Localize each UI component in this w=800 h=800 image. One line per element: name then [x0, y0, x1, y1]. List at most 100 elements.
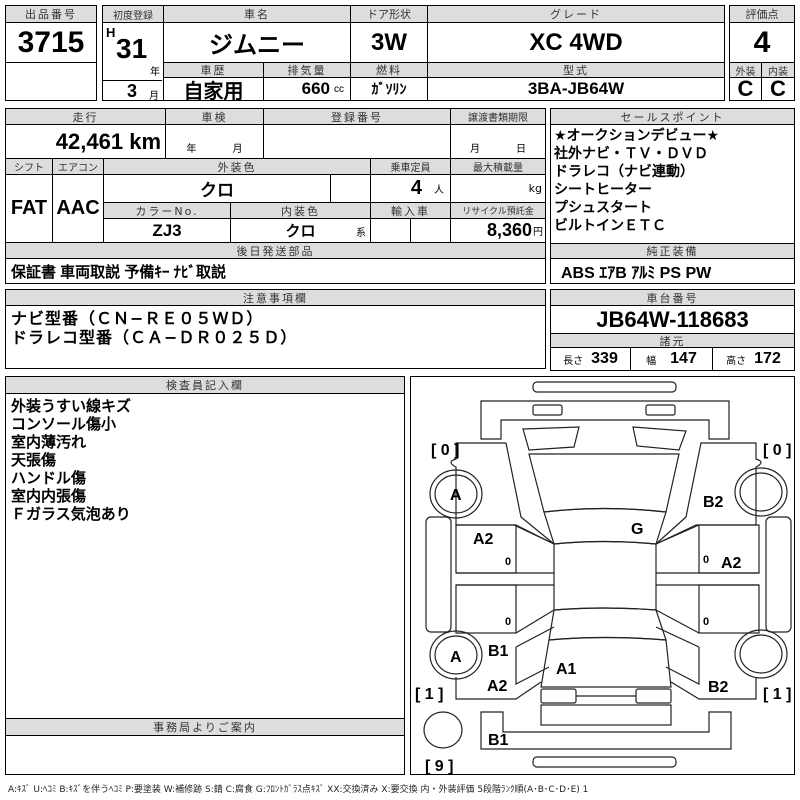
- recycle-unit: 円: [533, 227, 543, 238]
- mirror-right-shape: [765, 516, 792, 633]
- mileage-unit: km: [129, 128, 161, 154]
- equipment-label: 純正装備: [551, 243, 794, 259]
- score-label: 評価点: [730, 6, 794, 23]
- capacity: 4: [410, 177, 422, 199]
- tread-rear-left: [ 1 ]: [415, 686, 443, 703]
- grade-label: グレード: [428, 6, 724, 23]
- ac-label: エアコン: [53, 159, 104, 175]
- color-no-label: カラーNo.: [104, 203, 231, 219]
- mark-wheel-fl: A: [450, 487, 462, 504]
- mirror-left-shape: [425, 516, 452, 633]
- mark-zero: 0: [505, 556, 511, 568]
- specs-label: 諸元: [551, 334, 794, 348]
- inspector-line: 外装うすい線キズ: [11, 397, 132, 415]
- int-score-label: 内装: [762, 63, 794, 78]
- later-parts-label: 後日発送部品: [6, 243, 545, 259]
- mark-quarter-rl: A2: [487, 678, 508, 695]
- mark-quarter-rr: B2: [708, 679, 729, 696]
- wheel-front-left-icon: [429, 469, 483, 519]
- tread-front-left: [ 0 ]: [431, 442, 459, 459]
- inspector-box: 検査員記入欄 外装うすい線キズ コンソール傷小 室内薄汚れ 天張傷 ハンドル傷 …: [5, 376, 405, 719]
- tread-rear-right: [ 1 ]: [763, 686, 791, 703]
- era: H: [106, 25, 116, 40]
- inspector-line: Ｆガラス気泡あり: [11, 505, 131, 523]
- length-label: 長さ: [563, 355, 584, 367]
- height-label: 高さ: [726, 355, 747, 367]
- mark-door-fr: A2: [721, 555, 742, 572]
- sales-points-list: ★オークションデビュー★ 社外ナビ・ＴＶ・ＤＶＤ ドラレコ（ナビ連動） シートヒ…: [551, 125, 794, 237]
- model-label: 型式: [428, 63, 724, 78]
- ext-color-label: 外装色: [104, 159, 371, 175]
- recycle-label: リサイクル預託金: [451, 203, 545, 219]
- mark-zero: 0: [505, 616, 511, 628]
- displacement-cell: 660 cc: [264, 78, 351, 100]
- displacement: 660: [301, 79, 330, 98]
- length: 339: [591, 350, 618, 367]
- fuel-label: 燃料: [351, 63, 428, 78]
- mark-door-fl: A2: [473, 531, 494, 548]
- headlight-left-shape: [522, 426, 580, 451]
- chassis-label: 車台番号: [551, 290, 794, 306]
- mark-wheel-rl: A: [450, 649, 462, 666]
- car-name-label: 車名: [164, 6, 351, 23]
- quarter-left-shape: [455, 626, 555, 700]
- mark-zero: 0: [703, 554, 709, 566]
- ext-score: C: [730, 78, 762, 100]
- sales-point: ★オークションデビュー★: [554, 128, 720, 144]
- capacity-unit: 人: [434, 185, 444, 196]
- displacement-unit: cc: [334, 83, 344, 95]
- grade: XC 4WD: [428, 23, 724, 63]
- overall-score: 4: [730, 23, 794, 63]
- roof-shape: [553, 540, 657, 611]
- hood-shape: [528, 453, 680, 513]
- wheel-front-right-icon: [734, 467, 788, 517]
- note-line: ドラレコ型番（ＣＡ−ＤＲ０２５Ｄ）: [11, 328, 298, 347]
- reg-month: 3: [127, 81, 138, 100]
- transfer-month-unit: 月: [470, 144, 480, 155]
- int-color-unit: 系: [356, 228, 366, 239]
- ext-color-extra: [331, 175, 371, 203]
- height: 172: [754, 350, 781, 367]
- wheel-rear-right-icon: [734, 629, 788, 679]
- year-unit: 年: [150, 67, 160, 78]
- mark-fender-rl: B1: [488, 643, 509, 660]
- lot-number: 3715: [6, 23, 96, 63]
- door-type: 3W: [351, 23, 428, 63]
- vehicle-header: 初度登録 車名 ドア形状 グレード H 31 年 3 月 ジムニー 3W XC …: [102, 5, 725, 101]
- width: 147: [670, 350, 697, 367]
- tread-spare: [ 9 ]: [425, 758, 453, 775]
- front-fender-right-shape: [655, 442, 762, 545]
- lot-box: 出品番号 3715: [5, 5, 97, 101]
- shift-label: シフト: [6, 159, 53, 175]
- sales-points-box: セールスポイント ★オークションデビュー★ 社外ナビ・ＴＶ・ＤＶＤ ドラレコ（ナ…: [550, 108, 795, 284]
- ext-score-label: 外装: [730, 63, 762, 78]
- first-reg-label: 初度登録: [103, 6, 164, 23]
- transfer-day-unit: 日: [516, 144, 526, 155]
- wheel-rear-left-icon: [429, 630, 483, 680]
- notes-label: 注意事項欄: [6, 290, 545, 306]
- max-load-unit: kg: [451, 175, 545, 203]
- history: 自家用: [164, 78, 264, 100]
- reg-year: 31: [116, 33, 148, 64]
- inspection-label: 車検: [166, 109, 264, 125]
- headlight-right-shape: [632, 426, 687, 451]
- mileage-cell: 42,461 km: [6, 125, 166, 159]
- office-box: 事務局よりご案内: [5, 718, 405, 775]
- mileage: 42,461: [55, 128, 124, 154]
- int-color-label: 内装色: [231, 203, 371, 219]
- mark-tailgate: A1: [556, 661, 577, 678]
- rear-panel-shape: [540, 704, 672, 726]
- import-label: 輸入車: [371, 203, 451, 219]
- mark-fender-fr: B2: [703, 494, 724, 511]
- inspector-label: 検査員記入欄: [6, 377, 404, 394]
- front-bumper-shape: [532, 381, 677, 393]
- inspection-month-unit: 月: [232, 144, 243, 155]
- transfer-cell: 月日: [451, 125, 545, 159]
- inspection-year-unit: 年: [186, 144, 197, 155]
- inspector-line: ハンドル傷: [11, 469, 87, 487]
- tailgate-shape: [540, 636, 672, 688]
- damage-diagram: [ 0 ] [ 0 ] [ 1 ] [ 1 ] [ 9 ] A B2 G A2 …: [410, 376, 795, 775]
